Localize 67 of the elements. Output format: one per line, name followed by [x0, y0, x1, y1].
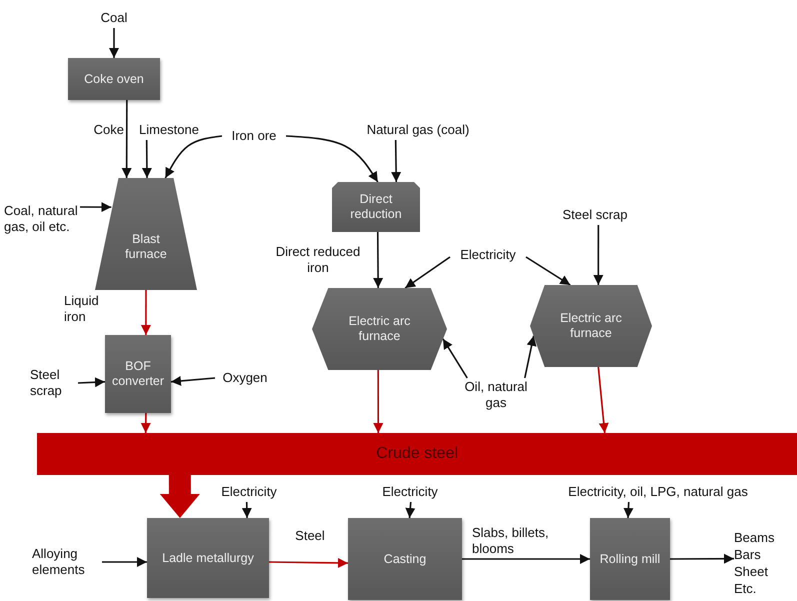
arrow	[526, 256, 571, 286]
input-label: Beams Bars Sheet Etc.	[734, 530, 786, 600]
box-label: Direct reduction	[349, 192, 403, 222]
box-label: Electric arc furnace	[348, 314, 412, 344]
arrow	[78, 377, 106, 388]
process-box	[105, 335, 171, 413]
process-box	[147, 518, 269, 598]
box-label: Casting	[382, 552, 428, 566]
input-label: Electricity	[372, 482, 448, 502]
process-box	[590, 518, 670, 600]
wide-arrow	[160, 475, 200, 518]
arrow	[373, 370, 384, 433]
arrow	[80, 202, 112, 212]
arrow	[670, 554, 734, 564]
arrow	[140, 290, 151, 335]
box-label: Coke oven	[83, 72, 145, 86]
arrow	[140, 413, 151, 433]
arrow	[286, 135, 378, 182]
box-label: Rolling mill	[598, 552, 662, 566]
input-label: Alloying elements	[32, 544, 102, 580]
input-label: Coal	[94, 8, 134, 28]
process-box	[68, 58, 160, 100]
input-label: Natural gas (coal)	[356, 120, 480, 140]
arrow	[170, 376, 216, 386]
input-label: Steel scrap	[553, 205, 637, 225]
box-label: Blast furnace	[124, 231, 168, 262]
arrow	[242, 502, 252, 518]
process-box	[332, 182, 420, 232]
arrow	[524, 336, 536, 378]
arrow	[268, 558, 348, 568]
arrow	[593, 225, 604, 285]
arrow	[102, 557, 147, 567]
arrow	[462, 554, 590, 564]
arrow	[164, 135, 222, 178]
box-label: Ladle metallurgy	[161, 550, 255, 566]
furnace-hexagon	[312, 288, 447, 370]
arrow	[598, 366, 609, 434]
arrow	[122, 100, 132, 178]
arrow	[142, 140, 152, 178]
arrow	[109, 28, 119, 58]
input-label: Oil, natural gas	[460, 378, 532, 412]
crude-steel-bar	[37, 433, 797, 475]
arrow	[405, 502, 416, 518]
furnace-hexagon	[530, 285, 652, 367]
arrow	[404, 256, 450, 289]
furnace-trapezoid	[95, 178, 197, 290]
process-box	[348, 518, 462, 600]
input-label: Electricity, oil, LPG, natural gas	[552, 482, 764, 502]
input-label: Oxygen	[215, 368, 275, 388]
input-label: Iron ore	[222, 126, 286, 146]
edge-label: Steel	[294, 528, 326, 544]
arrow	[391, 140, 402, 182]
input-label: Coal, natural gas, oil etc.	[4, 194, 80, 244]
arrow	[442, 338, 468, 378]
arrow	[623, 502, 634, 518]
input-label: Steel scrap	[30, 365, 78, 401]
input-label: Limestone	[133, 120, 205, 140]
box-label: Electric arc furnace	[559, 311, 623, 341]
edge-label: Coke	[92, 122, 124, 138]
bar-label: Crude steel	[375, 444, 459, 464]
box-label: BOF converter	[110, 359, 166, 389]
edge-label: Liquid iron	[64, 293, 100, 324]
edge-label: Slabs, billets, blooms	[472, 525, 550, 556]
input-label: Electricity	[211, 482, 287, 502]
edge-label: Direct reduced iron	[274, 244, 362, 276]
arrow	[373, 232, 384, 288]
input-label: Electricity	[450, 245, 526, 265]
